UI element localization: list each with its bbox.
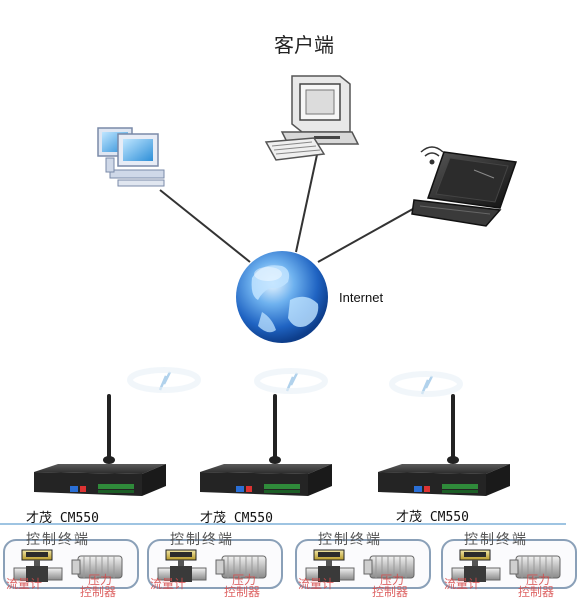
router-1 [34, 394, 166, 496]
wireless-signal-icon [127, 367, 201, 393]
link-workstation [159, 189, 251, 263]
wireless-laptop-icon [411, 146, 518, 227]
desktop-computers-icon [97, 127, 165, 187]
router-label-2: 才茂 CM550 [200, 511, 273, 526]
wireless-signals [127, 367, 463, 397]
internet-globe-icon [236, 251, 328, 343]
wireless-signal-icon [389, 371, 463, 397]
controller-label: 控制器 [372, 585, 408, 599]
pressure-label: 压力 [380, 573, 404, 587]
flowmeter-icon [157, 549, 207, 582]
terminal-group-1: 控制终端 流量计 压力 控制器 [3, 532, 139, 599]
controller-label: 控制器 [518, 585, 554, 599]
internet-label: Internet [339, 290, 383, 305]
flowmeter-icon [13, 549, 63, 582]
terminal-title: 控制终端 [170, 532, 234, 548]
desktop-pc-icon [264, 75, 360, 161]
pressure-controller-icon [71, 555, 123, 579]
router-label-3: 才茂 CM550_ [396, 510, 477, 525]
wireless-signal-icon [254, 368, 328, 394]
flowmeter-icon [451, 549, 501, 582]
flowmeter-icon [305, 549, 355, 582]
flowmeter-label: 流量计 [298, 577, 334, 591]
terminal-group-4: 控制终端 流量计 压力 控制器 [441, 532, 577, 599]
pressure-controller-icon [215, 555, 267, 579]
flowmeter-label: 流量计 [6, 577, 42, 591]
link-client-pc [295, 149, 319, 253]
terminal-title: 控制终端 [318, 532, 382, 548]
router-label-1: 才茂 CM550 [26, 511, 99, 526]
pressure-label: 压力 [88, 573, 112, 587]
terminal-group-2: 控制终端 流量计 压力 控制器 [147, 532, 283, 599]
client-title: 客户端 [274, 33, 334, 57]
flowmeter-label: 流量计 [444, 577, 480, 591]
link-laptop [317, 204, 421, 263]
terminal-title: 控制终端 [26, 532, 90, 548]
flowmeter-label: 流量计 [150, 577, 186, 591]
controller-label: 控制器 [224, 585, 260, 599]
terminal-title: 控制终端 [464, 532, 528, 548]
pressure-label: 压力 [232, 573, 256, 587]
network-links [159, 149, 421, 263]
controller-label: 控制器 [80, 585, 116, 599]
pressure-controller-icon [363, 555, 415, 579]
router-3 [378, 394, 510, 496]
pressure-controller-icon [509, 555, 561, 579]
router-2 [200, 394, 332, 496]
pressure-label: 压力 [526, 573, 550, 587]
terminal-group-3: 控制终端 流量计 压力 控制器 [295, 532, 431, 599]
